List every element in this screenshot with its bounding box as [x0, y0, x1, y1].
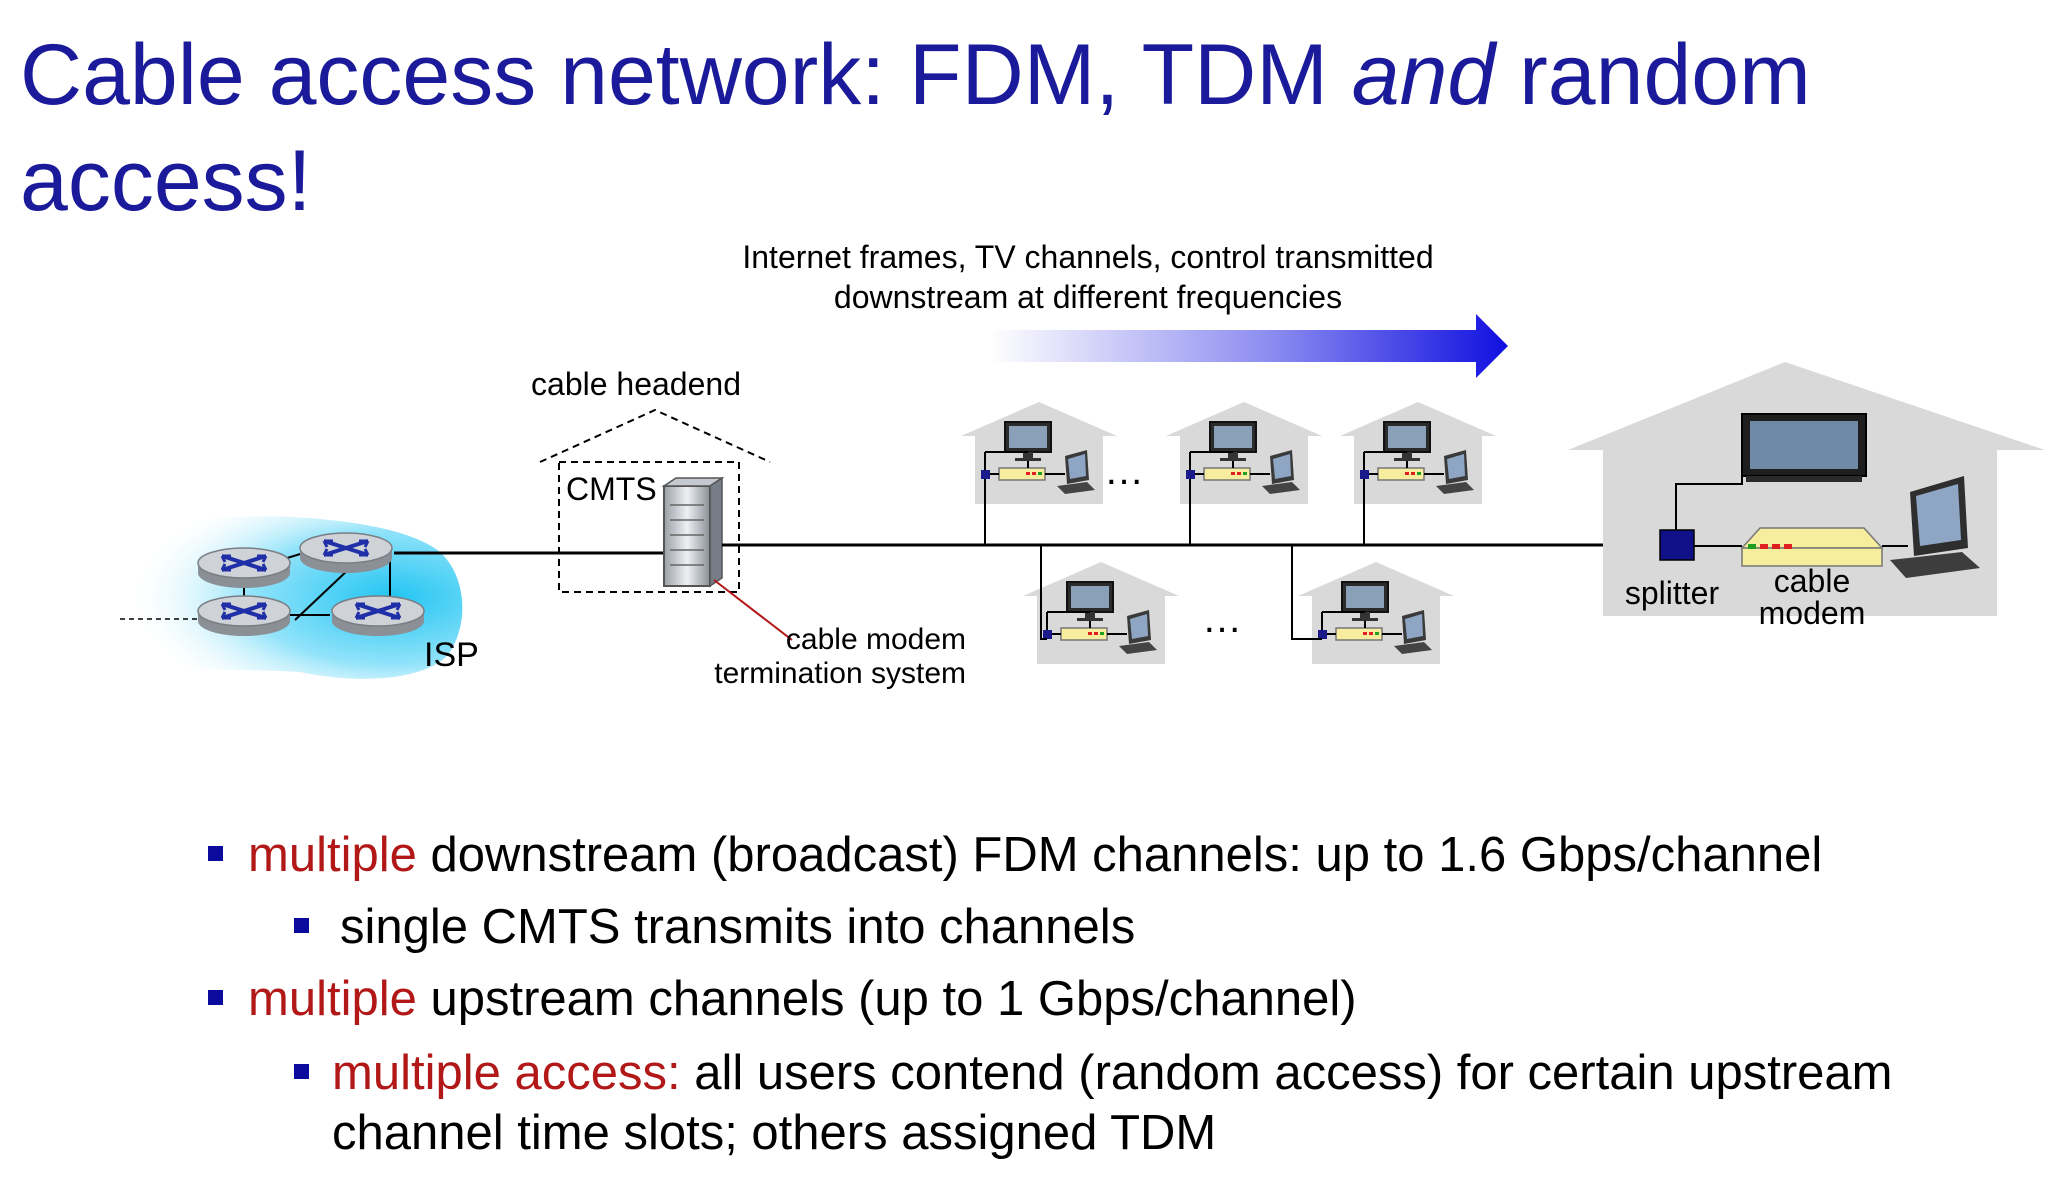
- title-part-1: Cable access network: FDM, TDM: [20, 27, 1352, 123]
- bullet-text: single CMTS transmits into channels: [340, 900, 1136, 954]
- cmts-label: CMTS: [566, 471, 657, 507]
- arrow-caption-line-2: downstream at different frequencies: [834, 279, 1342, 315]
- arrow-caption-line-1: Internet frames, TV channels, control tr…: [742, 239, 1433, 275]
- downstream-arrow: [990, 314, 1508, 378]
- television-icon: [1741, 413, 1867, 482]
- bullet-square-icon: [208, 990, 223, 1005]
- bullet-text: downstream (broadcast) FDM channels: up …: [416, 828, 1823, 882]
- cable-headend: [539, 408, 771, 593]
- bullet-text: channel time slots; others assigned TDM: [332, 1106, 1217, 1160]
- title-part-2: random access!: [20, 27, 1811, 229]
- headend-label: cable headend: [531, 366, 741, 402]
- large-subscriber-house: [1568, 362, 2045, 616]
- isp-label: ISP: [424, 636, 479, 674]
- cmts-rack-icon: [661, 476, 725, 588]
- bullet-red-text: multiple: [248, 972, 417, 1026]
- router-icon: [196, 546, 292, 590]
- router-icon: [330, 594, 426, 638]
- subscriber-house: [1023, 562, 1179, 664]
- subscriber-house: [1298, 562, 1454, 664]
- ellipsis-bottom: …: [1202, 597, 1242, 641]
- bullet-square-icon: [294, 918, 309, 933]
- bullet-red-text: multiple access:: [332, 1046, 681, 1100]
- router-icon: [196, 594, 292, 638]
- bullet-text: all users contend (random access) for ce…: [680, 1046, 1893, 1100]
- bullet-square-icon: [208, 846, 223, 861]
- modem-label-line-2: modem: [1759, 595, 1866, 631]
- router-icon: [298, 531, 394, 575]
- bullet-text: upstream channels (up to 1 Gbps/channel): [416, 972, 1357, 1026]
- bullet-multiple-access: multiple access: all users contend (rand…: [294, 1043, 1893, 1103]
- isp-cloud: [116, 516, 463, 679]
- bullet-downstream: multiple downstream (broadcast) FDM chan…: [208, 825, 1823, 885]
- bullet-upstream: multiple upstream channels (up to 1 Gbps…: [208, 969, 1357, 1029]
- ellipsis-top: …: [1104, 449, 1144, 493]
- cmts-desc-line-2: termination system: [714, 657, 966, 690]
- cmts-desc-line-1: cable modem: [786, 623, 966, 656]
- title-italic: and: [1351, 27, 1496, 123]
- bullet-red-text: multiple: [248, 828, 417, 882]
- slide-title: Cable access network: FDM, TDM and rando…: [20, 22, 2000, 234]
- splitter-icon: [1659, 529, 1695, 561]
- modem-label-line-1: cable: [1774, 563, 1851, 599]
- bullet-single-cmts: single CMTS transmits into channels: [294, 897, 1136, 957]
- cable-modem-icon: [1740, 527, 1884, 567]
- bullet-square-icon: [294, 1064, 309, 1079]
- bullet-multiple-access-continued: channel time slots; others assigned TDM: [332, 1103, 1216, 1163]
- computer-icon: [1890, 476, 1980, 578]
- splitter-label: splitter: [1625, 575, 1720, 611]
